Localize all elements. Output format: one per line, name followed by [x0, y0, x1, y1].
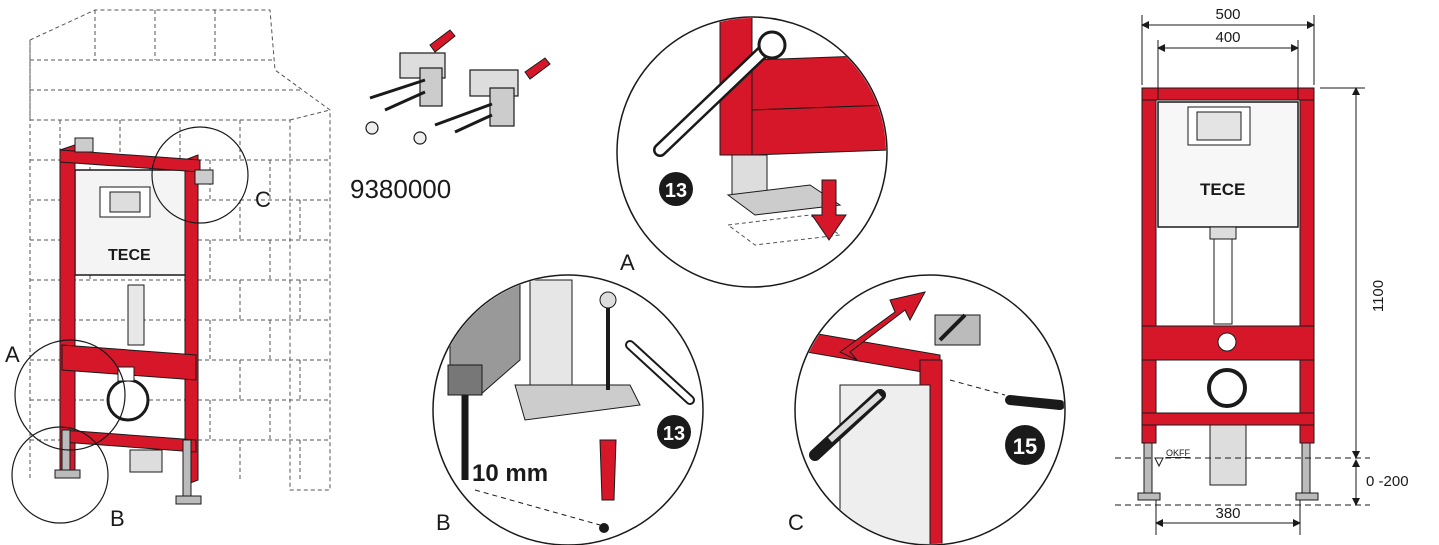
kit-number: 9380000: [350, 174, 451, 204]
tece-logo: TECE: [108, 247, 151, 264]
svg-text:13: 13: [663, 423, 685, 445]
dim-height: 1100: [1370, 280, 1387, 312]
detail-circle-c: [151, 126, 249, 224]
wrench-badge-a: [659, 172, 693, 206]
detail-a: 13 A: [616, 16, 888, 288]
front-view-drawing: TECE: [1115, 6, 1409, 535]
wall-brackets: [74, 137, 214, 185]
wrench-badge-c: [1005, 425, 1045, 465]
overview-illustration: TECE A B C: [5, 9, 331, 531]
cistern: TECE: [74, 169, 196, 473]
label-c: C: [255, 187, 271, 212]
detail-c: 15 C: [788, 274, 1066, 545]
installation-frame: [59, 144, 201, 486]
detail-circle-a: [14, 339, 126, 451]
floor-reference: OKFF: [1166, 448, 1191, 458]
front-tece-logo: TECE: [1200, 180, 1245, 199]
detail-a-label: A: [620, 250, 635, 275]
front-frame-left: [1141, 87, 1157, 444]
detail-b: 13 10 mm B: [432, 274, 704, 545]
svg-text:13: 13: [665, 180, 687, 202]
dim-width-feet: 380: [1215, 505, 1240, 522]
fixing-kit: 9380000: [350, 29, 551, 204]
dim-adjust-range: 0 -200: [1366, 473, 1409, 490]
detail-circle-b: [11, 426, 109, 524]
frame-feet: [54, 429, 202, 505]
dim-width-inner: 400: [1215, 29, 1240, 46]
detail-c-label: C: [788, 510, 804, 535]
wrench-badge-b: [657, 415, 691, 449]
drill-size: 10 mm: [472, 460, 548, 487]
front-frame-right: [1299, 87, 1315, 444]
svg-text:15: 15: [1013, 434, 1037, 459]
detail-b-label: B: [436, 510, 451, 535]
label-a: A: [5, 342, 20, 367]
dim-width-outer: 500: [1215, 6, 1240, 23]
label-b: B: [110, 506, 125, 531]
